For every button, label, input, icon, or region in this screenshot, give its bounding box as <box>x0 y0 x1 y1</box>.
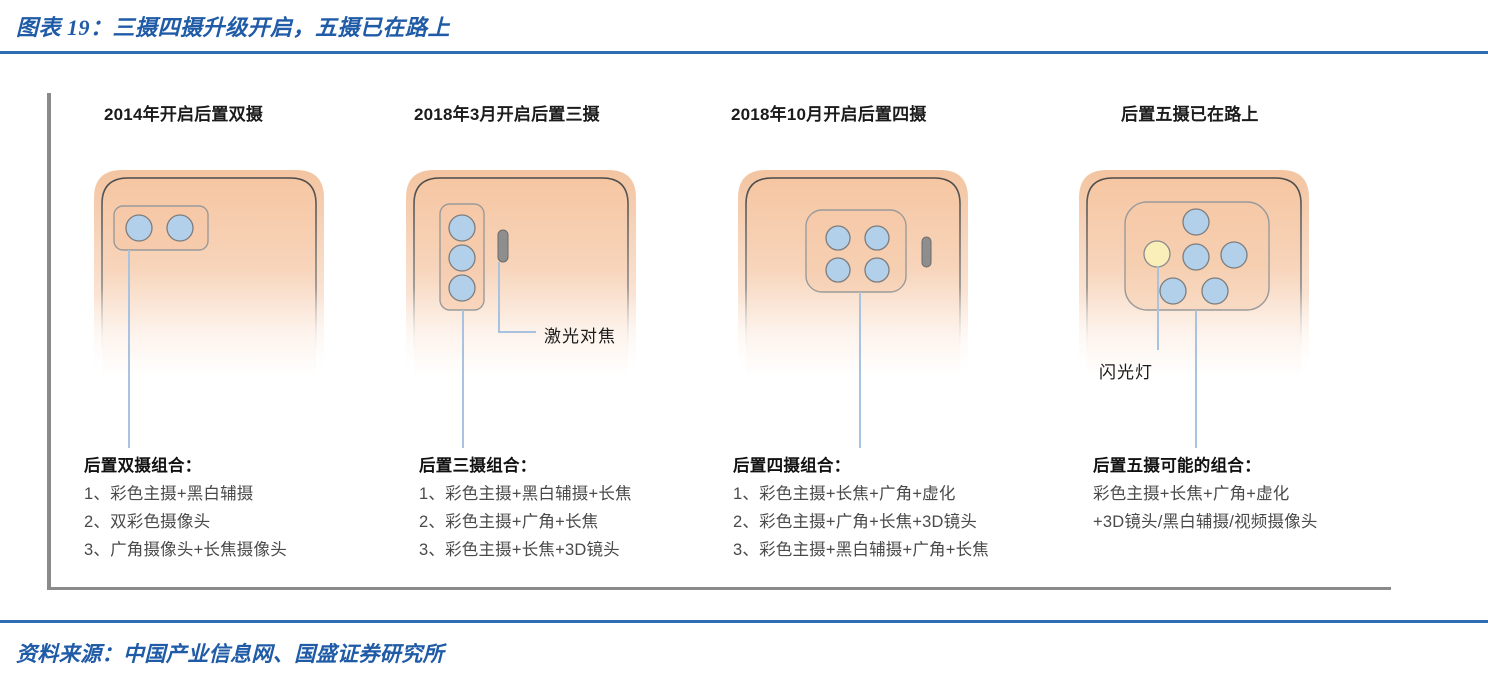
text-block-penta-line-2: +3D镜头/黑白辅摄/视频摄像头 <box>1093 513 1318 531</box>
figure-frame-left-border <box>47 93 51 589</box>
text-block-dual-line-3: 3、广角摄像头+长焦摄像头 <box>84 541 287 559</box>
text-block-quad-line-2: 2、彩色主摄+广角+长焦+3D镜头 <box>733 513 978 531</box>
callout-label-laser-focus: 激光对焦 <box>544 327 616 346</box>
page-title: 图表 19：三摄四摄升级开启，五摄已在路上 <box>16 15 451 40</box>
leader-line-dual <box>128 250 130 448</box>
text-block-quad-line-1: 1、彩色主摄+长焦+广角+虚化 <box>733 485 956 503</box>
source-note: 资料来源：中国产业信息网、国盛证券研究所 <box>16 642 444 666</box>
figure-frame-bottom-border <box>47 587 1391 590</box>
text-block-dual-title: 后置双摄组合： <box>84 457 202 475</box>
phone-illustration-dual <box>92 162 332 377</box>
text-block-quad: 后置四摄组合： 1、彩色主摄+长焦+广角+虚化 2、彩色主摄+广角+长焦+3D镜… <box>733 452 989 564</box>
leader-line-penta <box>1195 310 1197 448</box>
phone-svg-penta <box>1079 170 1309 377</box>
phone-illustration-penta <box>1077 162 1317 377</box>
text-block-triple: 后置三摄组合： 1、彩色主摄+黑白辅摄+长焦 2、彩色主摄+广角+长焦 3、彩色… <box>419 452 632 564</box>
text-block-quad-line-3: 3、彩色主摄+黑白辅摄+广角+长焦 <box>733 541 989 559</box>
text-block-penta-line-1: 彩色主摄+长焦+广角+虚化 <box>1093 485 1290 503</box>
column-heading-quad: 2018年10月开启后置四摄 <box>731 105 927 124</box>
phone-svg-quad <box>738 170 968 377</box>
footer-divider <box>0 620 1488 623</box>
phone-svg-dual <box>94 170 324 377</box>
leader-line-quad <box>859 292 861 448</box>
leader-line-laser-vertical <box>498 262 500 332</box>
callout-label-flash: 闪光灯 <box>1099 363 1153 382</box>
leader-line-laser-horizontal <box>498 331 536 333</box>
text-block-triple-line-1: 1、彩色主摄+黑白辅摄+长焦 <box>419 485 632 503</box>
title-divider <box>0 51 1488 54</box>
column-heading-penta: 后置五摄已在路上 <box>1121 105 1259 124</box>
text-block-penta: 后置五摄可能的组合： 彩色主摄+长焦+广角+虚化 +3D镜头/黑白辅摄/视频摄像… <box>1093 452 1318 536</box>
phone-illustration-quad <box>736 162 976 377</box>
leader-line-flash <box>1157 266 1159 350</box>
text-block-penta-title: 后置五摄可能的组合： <box>1093 457 1261 475</box>
text-block-dual: 后置双摄组合： 1、彩色主摄+黑白辅摄 2、双彩色摄像头 3、广角摄像头+长焦摄… <box>84 452 287 564</box>
leader-line-triple <box>462 310 464 448</box>
text-block-triple-line-2: 2、彩色主摄+广角+长焦 <box>419 513 599 531</box>
column-heading-dual: 2014年开启后置双摄 <box>104 105 264 124</box>
text-block-triple-line-3: 3、彩色主摄+长焦+3D镜头 <box>419 541 620 559</box>
text-block-dual-line-1: 1、彩色主摄+黑白辅摄 <box>84 485 254 503</box>
column-heading-triple: 2018年3月开启后置三摄 <box>414 105 600 124</box>
text-block-quad-title: 后置四摄组合： <box>733 457 851 475</box>
text-block-dual-line-2: 2、双彩色摄像头 <box>84 513 211 531</box>
text-block-triple-title: 后置三摄组合： <box>419 457 537 475</box>
